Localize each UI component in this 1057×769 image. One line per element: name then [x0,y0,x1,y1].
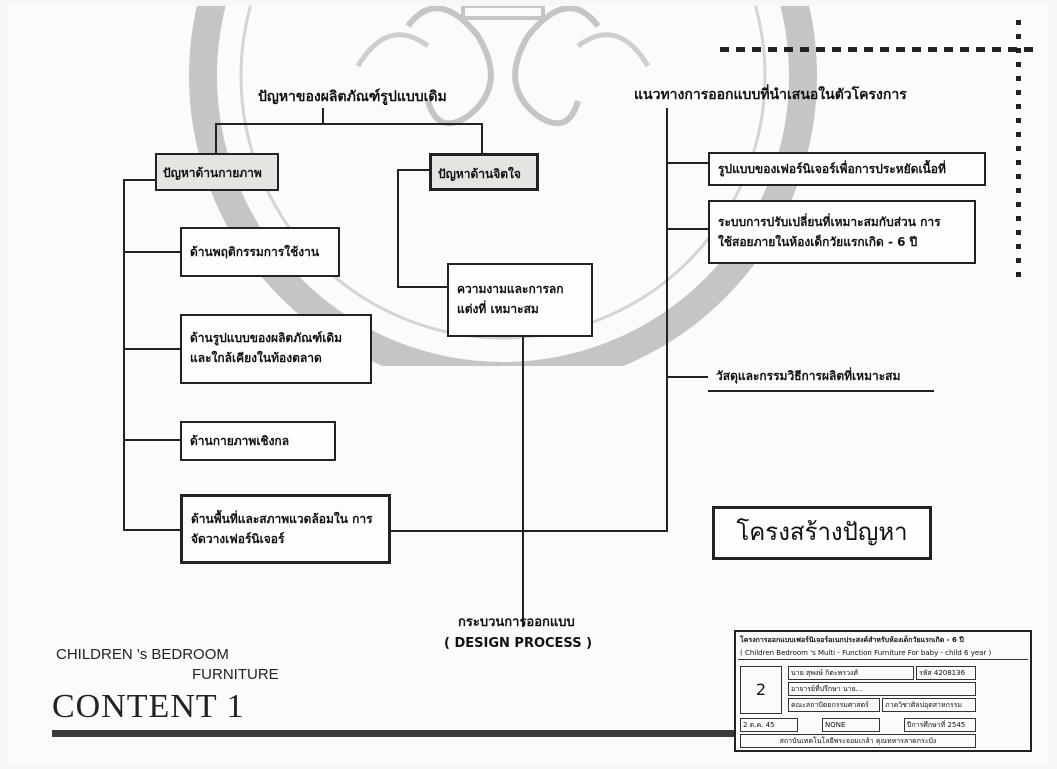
tb-project-th: โครงการออกแบบเฟอร์นิเจอร์อเนกประสงค์สำหร… [740,636,964,644]
drawing-sheet: ปัญหาของผลิตภัณฑ์รูปแบบเดิม แนวทางการออก… [8,6,1048,762]
connector [666,162,708,164]
connector [322,108,324,124]
design-process-th: กระบวนการออกแบบ [458,615,575,630]
connector [389,530,668,532]
connector [397,169,429,171]
right-heading: แนวทางการออกแบบที่นำเสนอในตัวโครงการ [634,87,907,103]
connector [123,439,180,441]
design-process-en: ( DESIGN PROCESS ) [444,636,593,651]
tb-dept: ภาควิชาศิลปอุตสาหกรรม [882,698,976,712]
category-mental: ปัญหาด้านจิตใจ [429,153,539,191]
problem-usage: ด้านพฤติกรรมการใช้งาน [180,227,340,277]
connector [666,228,708,230]
title-block: โครงการออกแบบเฟอร์นิเจอร์อเนกประสงค์สำหร… [734,630,1032,752]
footer-title-line2: FURNITURE [192,666,279,683]
tb-sheet-no: 2 [740,666,782,714]
footer-rule [52,730,742,737]
connector [123,179,125,531]
dashed-border-top [720,47,1038,52]
problem-existing-form: ด้านรูปแบบของผลิตภัณฑ์เดิม และใกล้เคียงใ… [180,314,372,384]
connector [215,123,217,153]
mental-aesthetics: ความงามและการลกแต่งที่ เหมาะสม [447,263,593,337]
connector [397,169,399,287]
category-physical: ปัญหาด้านกายภาพ [155,153,279,191]
problem-mechanical: ด้านกายภาพเชิงกล [180,421,336,461]
connector [397,286,447,288]
connector [123,179,155,181]
tb-name: นาย สุพงษ์ กิตะพรวงศ์ [788,666,914,680]
tb-institute: สถาบันเทคโนโลยีพระจอมเกล้า คุณทหารลาดกระ… [740,734,976,748]
tb-faculty: คณะสถาปัตยกรรมศาสตร์ [788,698,880,712]
content-title: CONTENT 1 [52,688,245,725]
tb-advisor: อาจารย์ที่ปรึกษา นาย... [788,682,976,696]
connector [666,108,668,532]
structure-label: โครงสร้างปัญหา [712,506,932,560]
tb-project-en: ( Children Bedroom 's Multi - Function F… [738,647,1028,660]
solution-adaptable-system: ระบบการปรับเปลี่ยนที่เหมาะสมกับส่วน การใ… [708,200,976,264]
connector [522,337,524,627]
footer-title-line1: CHILDREN 's BEDROOM [56,646,229,663]
dashed-border-right [1016,20,1021,280]
problem-space: ด้านพื้นที่และสภาพแวดล้อมใน การจัดวางเฟอ… [180,494,391,564]
connector [123,251,180,253]
connector [215,123,483,125]
tb-date: 2 ต.ค. 45 [740,718,798,732]
tb-code: รหัส 4208136 [916,666,976,680]
tb-sheet-label: ปีการศึกษาที่ 2545 [904,718,976,732]
connector [481,123,483,153]
connector [123,529,180,531]
connector [123,348,180,350]
solution-space-saving: รูปแบบของเฟอร์นิเจอร์เพื่อการประหยัดเนื้… [708,152,986,186]
tb-scale: NONE [822,718,880,732]
left-heading: ปัญหาของผลิตภัณฑ์รูปแบบเดิม [258,89,447,105]
connector [666,376,708,378]
solution-materials: วัสดุและกรรมวิธีการผลิตที่เหมาะสม [708,362,934,392]
